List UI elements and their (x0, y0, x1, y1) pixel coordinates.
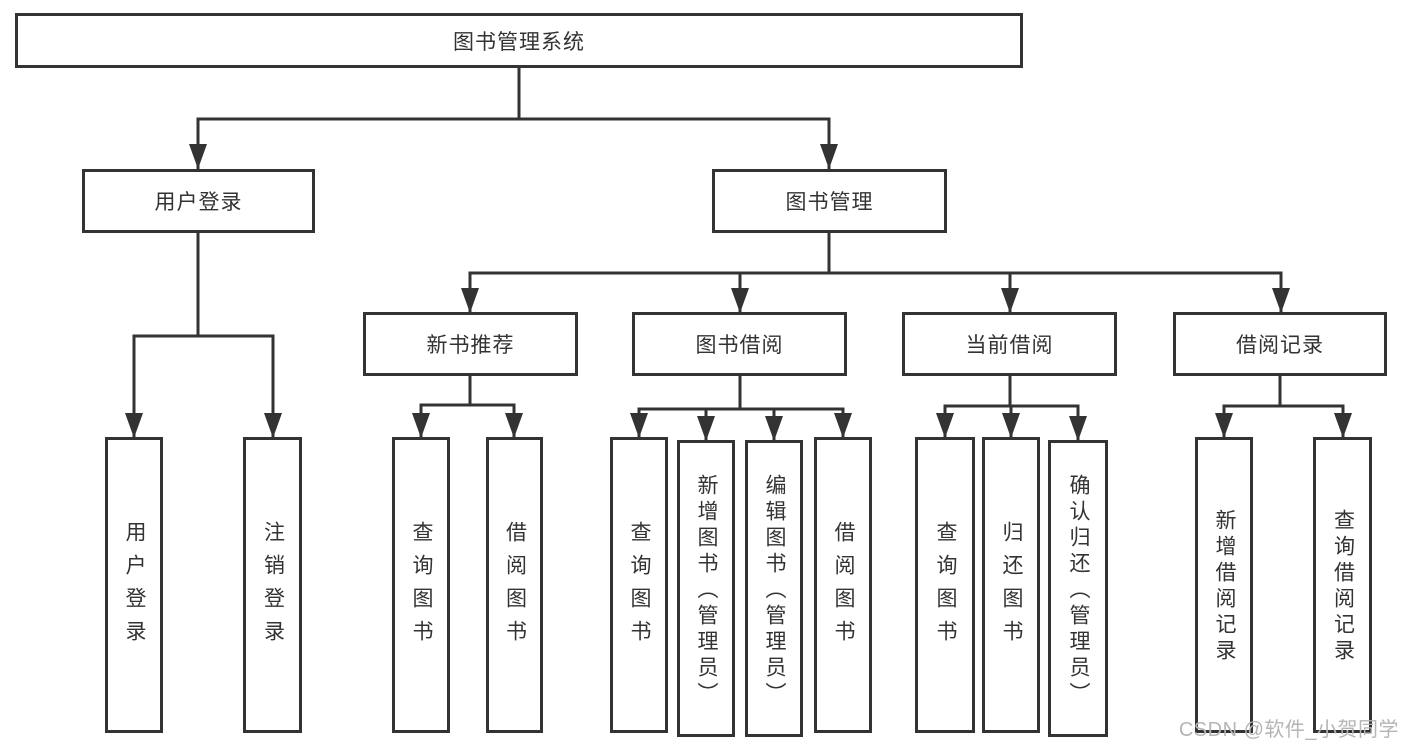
node-current-borrowing: 当前借阅 (902, 312, 1117, 376)
leaf-query-books-current: 查询图书 (915, 437, 975, 733)
leaf-logout: 注销登录 (243, 437, 302, 733)
node-book-management: 图书管理 (712, 169, 947, 233)
node-book-borrowing: 图书借阅 (632, 312, 847, 376)
leaf-borrow-books-recommend: 借阅图书 (486, 437, 543, 733)
node-new-book-recommendation: 新书推荐 (363, 312, 578, 376)
leaf-user-login: 用户登录 (105, 437, 163, 733)
leaf-return-books: 归还图书 (982, 437, 1040, 733)
leaf-confirm-return-admin: 确认归还（管理员） (1048, 440, 1108, 737)
node-borrowing-records: 借阅记录 (1173, 312, 1387, 376)
leaf-query-books-recommend: 查询图书 (392, 437, 450, 733)
leaf-query-books-borrowing: 查询图书 (610, 437, 668, 733)
leaf-add-borrow-record: 新增借阅记录 (1195, 437, 1253, 733)
leaf-edit-books-admin: 编辑图书（管理员） (745, 440, 803, 737)
node-user-login: 用户登录 (82, 169, 315, 233)
leaf-add-books-admin: 新增图书（管理员） (677, 440, 735, 737)
csdn-watermark: CSDN @软件_小贺同学 (1178, 719, 1399, 741)
leaf-borrow-books-borrowing: 借阅图书 (814, 437, 872, 733)
node-library-management-system: 图书管理系统 (15, 13, 1023, 68)
leaf-query-borrow-record: 查询借阅记录 (1313, 437, 1372, 733)
